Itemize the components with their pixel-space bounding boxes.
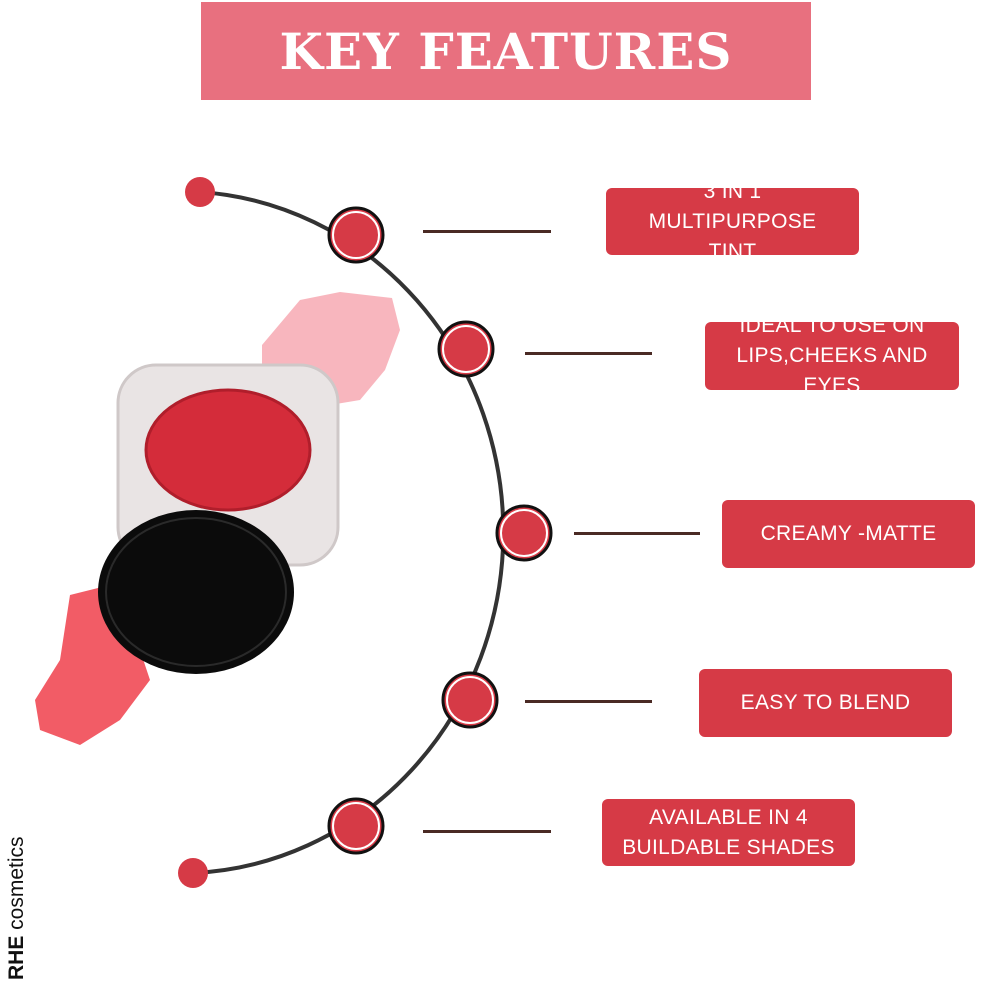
feature-label-2: IDEAL TO USE ON LIPS,CHEEKS AND EYES (705, 314, 959, 397)
connector-2 (525, 352, 652, 355)
marker-4 (441, 671, 499, 729)
connector-5 (423, 830, 551, 833)
black-lid (98, 510, 294, 674)
arc-start-dot (185, 177, 215, 207)
feature-label-5: AVAILABLE IN 4 BUILDABLE SHADES (602, 799, 855, 866)
connector-3 (574, 532, 700, 535)
brand-name: RHE (5, 935, 28, 980)
title-banner: KEY FEATURES (201, 2, 811, 100)
feature-label-1: 3 IN 1 MULTIPURPOSE TINT (606, 180, 859, 263)
brand-suffix: cosmetics (5, 836, 28, 930)
brand-logo: RHE cosmetics (5, 836, 29, 980)
marker-3 (495, 504, 553, 562)
connector-1 (423, 230, 551, 233)
feature-label-4: EASY TO BLEND (699, 669, 952, 737)
connector-4 (525, 700, 652, 703)
marker-5 (327, 797, 385, 855)
tint-pan (146, 390, 310, 510)
marker-2 (437, 320, 495, 378)
product-image (35, 292, 400, 745)
arc-line (192, 190, 506, 875)
feature-markers (327, 206, 553, 855)
marker-1 (327, 206, 385, 264)
page-title: KEY FEATURES (279, 21, 733, 81)
feature-label-3: CREAMY -MATTE (722, 500, 975, 568)
arc-end-dot (178, 858, 208, 888)
